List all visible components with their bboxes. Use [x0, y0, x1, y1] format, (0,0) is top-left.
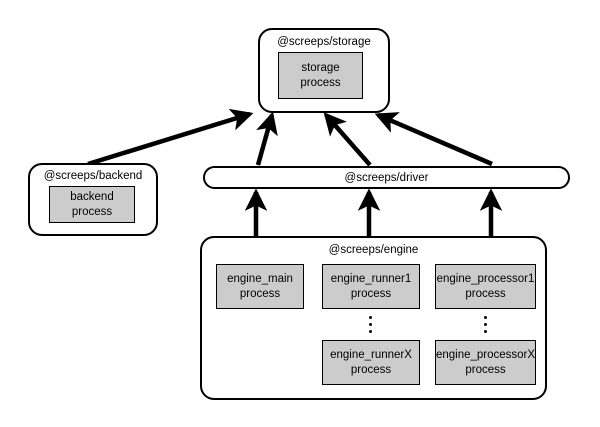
process-engine-runnerX-kind: process	[350, 363, 392, 376]
arrow-backend-to-storage	[87, 108, 254, 167]
process-engine-processor1[interactable]: engine_processor1 process	[435, 264, 536, 309]
process-storage-kind: process	[300, 76, 341, 89]
module-engine-title: @screeps/engine	[328, 244, 419, 256]
arrow-driver-to-storage-middle	[323, 112, 372, 167]
process-engine-runnerX-name: engine_runnerX	[330, 348, 412, 361]
process-storage[interactable]: storage process	[278, 52, 363, 99]
process-engine-runner1-kind: process	[350, 287, 392, 300]
module-backend[interactable]: @screeps/backend backend process	[28, 163, 158, 236]
process-engine-processorX[interactable]: engine_processorX process	[435, 340, 536, 385]
module-engine[interactable]: @screeps/engine engine_main process engi…	[200, 236, 547, 400]
process-engine-processor1-name: engine_processor1	[436, 272, 535, 285]
module-backend-title: @screeps/backend	[43, 170, 143, 182]
process-engine-main-kind: process	[239, 287, 281, 300]
process-engine-main-name: engine_main	[227, 272, 293, 285]
ellipsis-runner-icon	[369, 316, 372, 333]
ellipsis-processor-icon	[484, 316, 487, 333]
process-engine-processor1-kind: process	[465, 287, 506, 300]
arrow-driver-to-storage-right	[374, 112, 493, 167]
module-storage[interactable]: @screeps/storage storage process	[258, 28, 390, 113]
arrow-driver-to-storage-left	[255, 111, 278, 166]
process-engine-runnerX[interactable]: engine_runnerX process	[322, 340, 420, 385]
process-engine-runner1-name: engine_runner1	[330, 272, 412, 285]
module-driver[interactable]: @screeps/driver	[203, 166, 570, 189]
process-engine-processorX-kind: process	[465, 363, 506, 376]
module-driver-title: @screeps/driver	[344, 171, 429, 184]
process-engine-processorX-name: engine_processorX	[435, 348, 536, 361]
process-backend-kind: process	[71, 205, 113, 218]
process-backend-name: backend	[70, 190, 114, 203]
process-engine-runner1[interactable]: engine_runner1 process	[322, 264, 420, 309]
process-backend[interactable]: backend process	[49, 186, 135, 223]
process-storage-name: storage	[301, 61, 340, 74]
module-storage-title: @screeps/storage	[277, 36, 371, 48]
process-engine-main[interactable]: engine_main process	[216, 264, 304, 309]
